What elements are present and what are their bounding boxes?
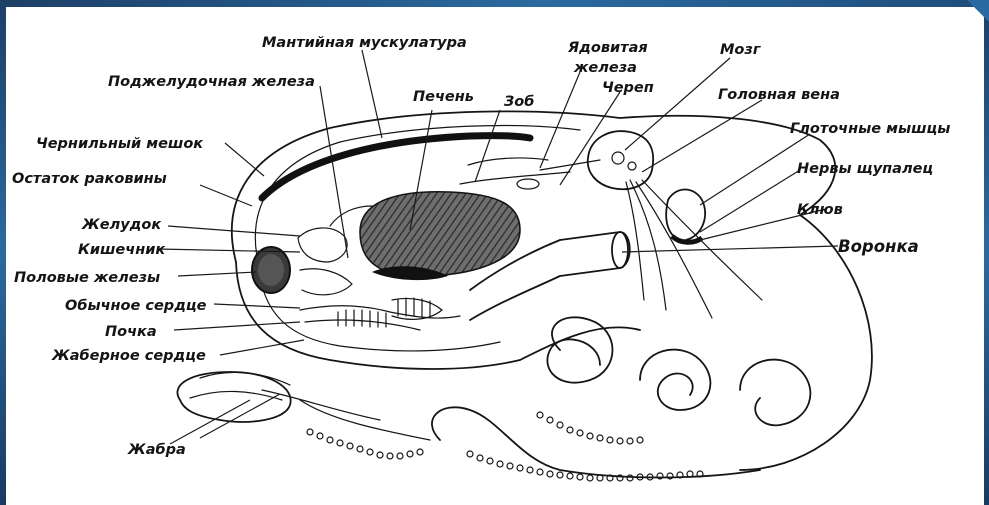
label-tentacle-nerves: Нервы щупалец — [797, 161, 933, 177]
label-poison-gland-line2: железа — [573, 60, 637, 76]
label-skull: Череп — [602, 80, 654, 96]
label-liver: Печень — [413, 89, 474, 105]
label-brain: Мозг — [720, 42, 761, 58]
label-systemic-heart: Обычное сердце — [65, 298, 207, 314]
label-poison-gland-line1: Ядовитая — [567, 40, 648, 56]
label-head-vein: Головная вена — [718, 87, 840, 103]
label-funnel: Воронка — [838, 237, 919, 256]
stomach-intestine — [298, 206, 372, 295]
liver-organ — [360, 192, 520, 276]
label-kidney: Почка — [105, 324, 157, 340]
label-crop: Зоб — [504, 94, 534, 110]
label-gill: Жабра — [127, 442, 186, 458]
head-region — [588, 131, 762, 318]
label-pharynx-muscles: Глоточные мышцы — [790, 121, 950, 137]
heart-kidney-region — [300, 298, 460, 330]
mantle-musculature-band — [262, 136, 530, 198]
label-shell-remnant: Остаток раковины — [12, 171, 167, 187]
label-pancreas: Поджелудочная железа — [108, 74, 315, 90]
label-gill-heart: Жаберное сердце — [51, 348, 206, 364]
crop-and-esophagus — [460, 158, 600, 189]
mantle-body — [232, 111, 835, 369]
label-gonads: Половые железы — [14, 270, 160, 286]
gonads-organ — [252, 247, 290, 293]
label-beak: Клюв — [797, 202, 843, 218]
label-ink-sac: Чернильный мешок — [36, 136, 204, 152]
label-mantle-musculature: Мантийная мускулатура — [262, 35, 467, 51]
label-stomach: Желудок — [81, 217, 162, 233]
label-intestine: Кишечник — [78, 242, 166, 258]
